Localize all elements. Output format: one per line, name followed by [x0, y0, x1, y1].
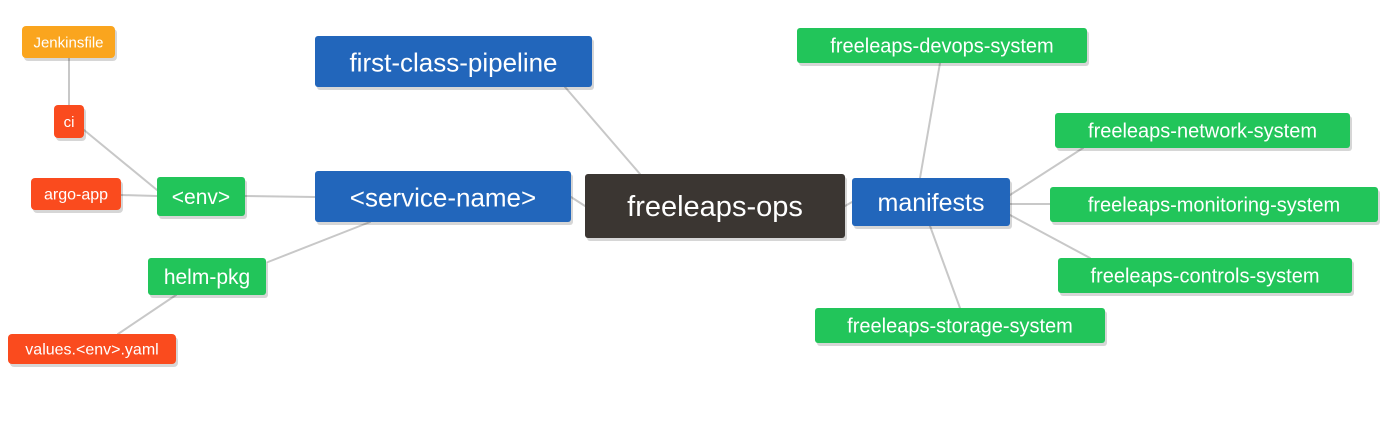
node-helm-pkg[interactable]: helm-pkg [148, 258, 268, 298]
node-label-helm-pkg: helm-pkg [164, 266, 250, 289]
node-freeleaps-storage-system[interactable]: freeleaps-storage-system [815, 308, 1107, 346]
node-values-env-yaml[interactable]: values.<env>.yaml [8, 334, 178, 367]
node-label-freeleaps-devops-system: freeleaps-devops-system [830, 36, 1053, 58]
node-box-manifests[interactable] [852, 178, 1010, 226]
edge-manifests-storage [929, 225, 961, 309]
nodes-layer: freeleaps-ops <service-name> manifests firs… [8, 26, 1380, 367]
node-jenkinsfile[interactable]: Jenkinsfile [22, 26, 117, 61]
node-freeleaps-controls-system[interactable]: freeleaps-controls-system [1058, 258, 1354, 296]
edge-env-argo-app [120, 194, 158, 197]
edge-manifests-network [1009, 147, 1084, 196]
edge-ops-first-class-pipeline [564, 86, 641, 175]
edge-env-ci [83, 129, 158, 191]
node-label-freeleaps-network-system: freeleaps-network-system [1088, 121, 1317, 143]
node-box-freeleaps-controls-system[interactable] [1058, 258, 1352, 293]
node-label-freeleaps-controls-system: freeleaps-controls-system [1091, 266, 1320, 288]
node-box-freeleaps-storage-system[interactable] [815, 308, 1105, 343]
edge-service-name-helm-pkg [267, 221, 371, 263]
node-box-values-env-yaml[interactable] [8, 334, 176, 364]
edge-ops-manifests [844, 201, 853, 207]
node-label-service-name: <service-name> [350, 183, 536, 213]
edge-service-name-env [244, 195, 316, 198]
node-box-freeleaps-network-system[interactable] [1055, 113, 1350, 148]
node-box-first-class-pipeline[interactable] [315, 36, 592, 87]
node-box-env[interactable] [157, 177, 245, 216]
edge-manifests-controls [1009, 214, 1091, 259]
node-argo-app[interactable]: argo-app [31, 178, 123, 213]
edge-ops-service-name [570, 196, 586, 207]
node-label-env: <env> [172, 186, 230, 209]
node-label-freeleaps-ops: freeleaps-ops [627, 191, 803, 223]
node-env[interactable]: <env> [157, 177, 247, 219]
edge-manifests-devops [919, 62, 941, 179]
node-service-name[interactable]: <service-name> [315, 171, 573, 225]
edges-layer [68, 57, 1091, 335]
node-label-manifests: manifests [878, 189, 985, 217]
node-ci[interactable]: ci [54, 105, 86, 141]
node-label-values-env-yaml: values.<env>.yaml [25, 342, 158, 359]
node-box-jenkinsfile[interactable] [22, 26, 115, 58]
node-box-argo-app[interactable] [31, 178, 121, 210]
node-label-argo-app: argo-app [44, 187, 108, 204]
node-box-service-name[interactable] [315, 171, 571, 222]
node-box-freeleaps-monitoring-system[interactable] [1050, 187, 1378, 222]
node-label-jenkinsfile: Jenkinsfile [33, 35, 103, 52]
node-label-freeleaps-monitoring-system: freeleaps-monitoring-system [1088, 195, 1340, 217]
edge-helm-pkg-values [117, 294, 177, 335]
node-label-ci: ci [64, 114, 75, 131]
node-freeleaps-devops-system[interactable]: freeleaps-devops-system [797, 28, 1089, 66]
node-box-freeleaps-devops-system[interactable] [797, 28, 1087, 63]
node-freeleaps-monitoring-system[interactable]: freeleaps-monitoring-system [1050, 187, 1380, 225]
node-first-class-pipeline[interactable]: first-class-pipeline [315, 36, 594, 90]
node-label-freeleaps-storage-system: freeleaps-storage-system [847, 316, 1073, 338]
node-label-first-class-pipeline: first-class-pipeline [349, 48, 557, 78]
node-box-freeleaps-ops[interactable] [585, 174, 845, 238]
node-freeleaps-network-system[interactable]: freeleaps-network-system [1055, 113, 1352, 151]
node-box-ci[interactable] [54, 105, 84, 138]
node-manifests[interactable]: manifests [852, 178, 1012, 229]
node-freeleaps-ops[interactable]: freeleaps-ops [585, 174, 847, 241]
node-box-helm-pkg[interactable] [148, 258, 266, 295]
